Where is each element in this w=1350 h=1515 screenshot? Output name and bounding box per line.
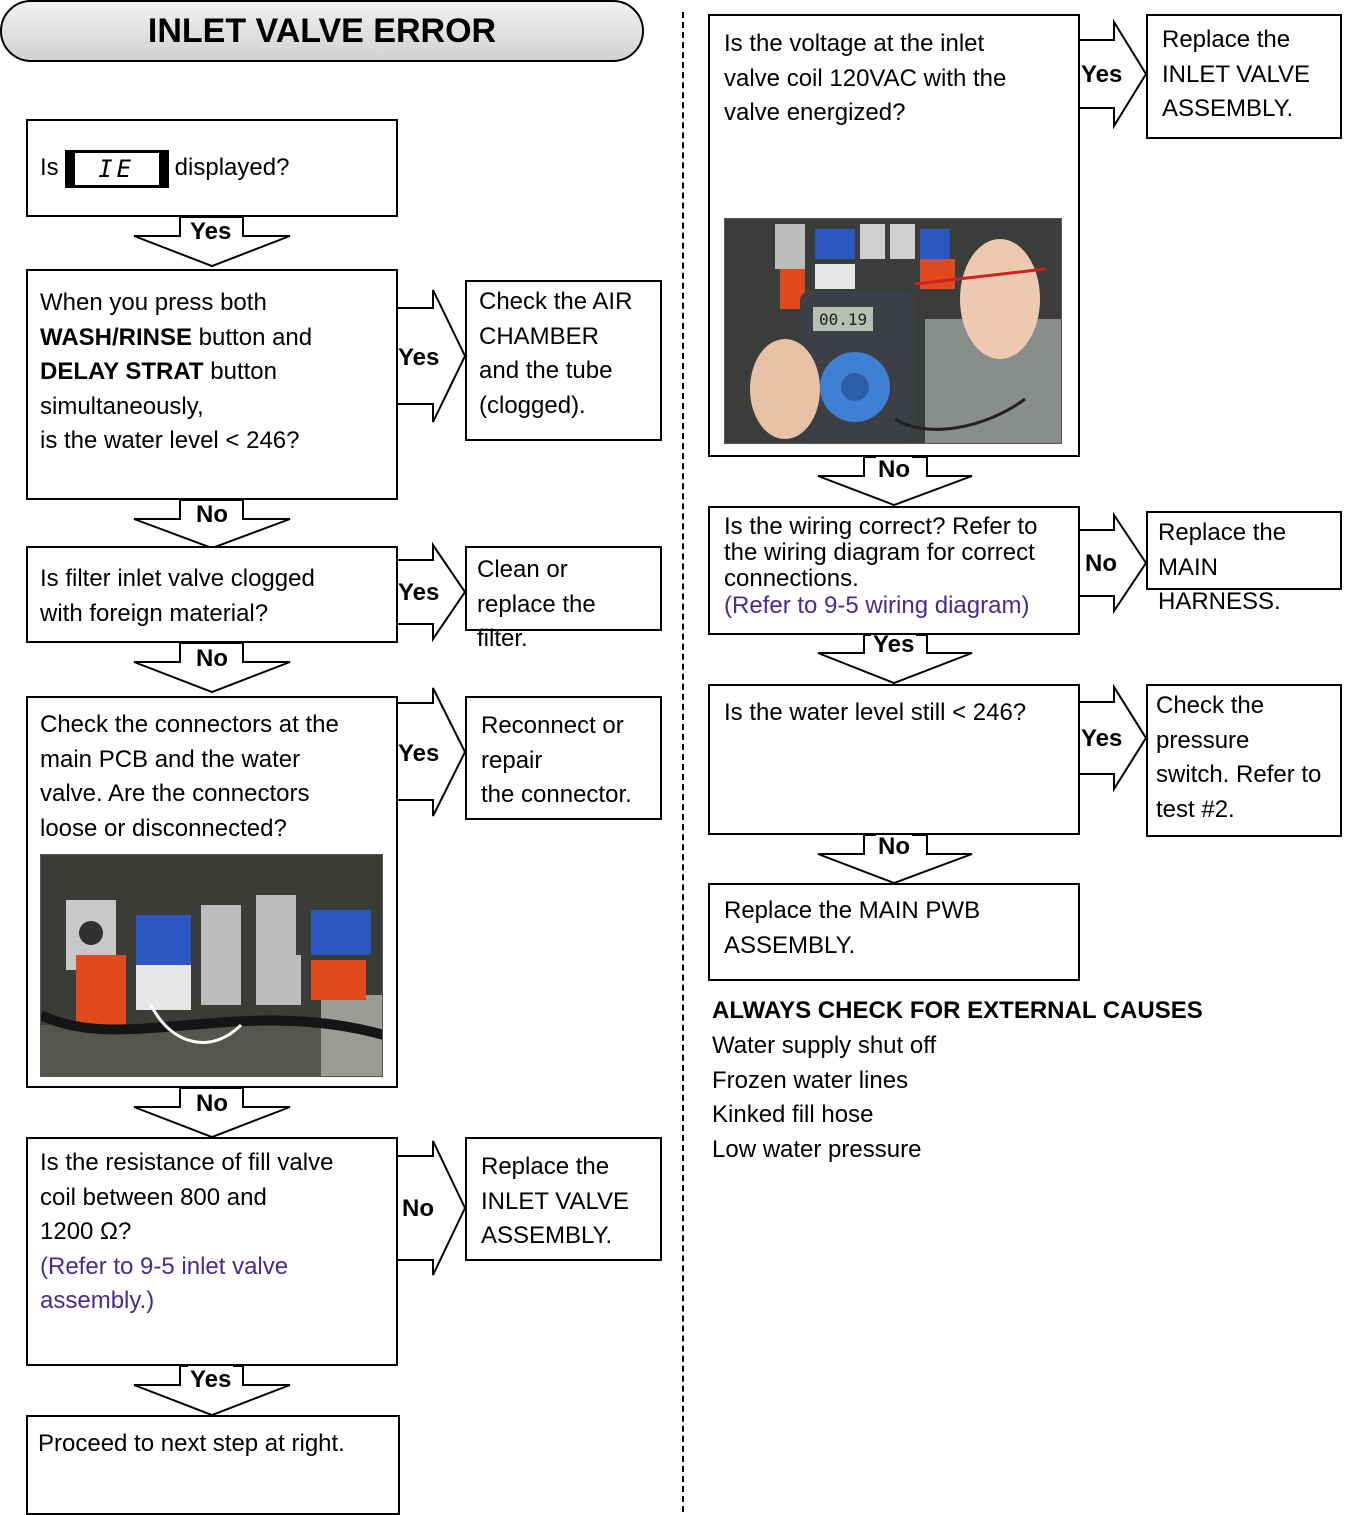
arrow-label-yes: Yes <box>1079 61 1125 89</box>
arrow-label-no: No <box>1083 550 1119 578</box>
display-code: IE <box>74 152 159 185</box>
arrow-label-yes: Yes <box>396 344 442 372</box>
arrow-label-no: No <box>876 833 912 861</box>
arrow-label-no: No <box>194 1090 230 1118</box>
r-q2-text: Is the wiring correct? Refer to the wiri… <box>724 513 1038 592</box>
delay-start-button-name: DELAY STRAT <box>40 358 204 385</box>
arrow-label-no: No <box>400 1195 436 1223</box>
result-clean-filter: Clean or replace the filter. <box>465 546 662 652</box>
arrow-label-yes: Yes <box>396 740 442 768</box>
question-water-level-still: Is the water level still < 246? <box>708 684 1080 835</box>
q2-line3-rest: button <box>203 358 277 385</box>
result-check-air-chamber: Check the AIR CHAMBER and the tube (clog… <box>465 280 662 441</box>
multimeter-photo-image: 00.19 <box>725 219 1061 443</box>
q2-line1: When you press both <box>40 289 267 316</box>
arrow-label-yes: Yes <box>188 218 234 246</box>
connectors-photo-image <box>41 855 382 1076</box>
question-wiring-correct: Is the wiring correct? Refer to the wiri… <box>708 506 1080 635</box>
result-replace-harness: Replace the MAIN HARNESS. <box>1146 511 1342 615</box>
multimeter-photo: 00.19 <box>724 218 1062 444</box>
arrow-label-yes: Yes <box>188 1366 234 1394</box>
question-filter-clogged: Is filter inlet valve clogged with forei… <box>26 546 398 643</box>
q2-line4: simultaneously, <box>40 392 204 420</box>
q5-text: Is the resistance of fill valve coil bet… <box>40 1149 334 1245</box>
list-item: Frozen water lines <box>712 1066 909 1094</box>
q2-line3: DELAY STRAT button <box>40 355 384 390</box>
arrow-label-no: No <box>876 456 912 484</box>
q4-text: Check the connectors at the main PCB and… <box>40 711 339 842</box>
arrow-label-yes: Yes <box>871 631 917 659</box>
external-causes-list: Water supply shut off Frozen water lines… <box>712 1029 936 1167</box>
connectors-photo <box>40 854 383 1077</box>
wash-rinse-button-name: WASH/RINSE <box>40 323 193 351</box>
result-check-pressure-switch: Check the pressure switch. Refer to test… <box>1146 684 1342 837</box>
step-proceed-right: Proceed to next step at right. <box>26 1415 400 1515</box>
column-divider <box>682 12 684 1512</box>
list-item: Water supply shut off <box>712 1032 937 1059</box>
q2-line2: WASH/RINSE button and <box>40 321 384 356</box>
q5-reference: (Refer to 9-5 inlet valve assembly.) <box>40 1252 289 1315</box>
list-item: Kinked fill hose <box>712 1101 874 1128</box>
external-causes-title: ALWAYS CHECK FOR EXTERNAL CAUSES <box>712 997 1203 1024</box>
arrow-label-no: No <box>194 645 230 673</box>
question-water-level: When you press both WASH/RINSE button an… <box>26 269 398 500</box>
question-error-displayed: Is IE displayed? <box>26 119 398 217</box>
result-replace-inlet-valve-right: Replace the INLET VALVE ASSEMBLY. <box>1146 14 1342 139</box>
r-q1-text: Is the voltage at the inlet valve coil 1… <box>724 30 1007 126</box>
page-title: INLET VALVE ERROR <box>0 0 644 62</box>
arrow-label-yes: Yes <box>1079 725 1125 753</box>
result-reconnect: Reconnect or repair the connector. <box>465 696 662 820</box>
r-q2-reference: (Refer to 9-5 wiring diagram) <box>724 592 1030 619</box>
question-suffix: displayed? <box>174 154 290 181</box>
result-replace-main-pwb: Replace the MAIN PWB ASSEMBLY. <box>708 883 1080 981</box>
lcd-display-icon: IE <box>64 149 169 188</box>
result-replace-inlet-valve: Replace the INLET VALVE ASSEMBLY. <box>465 1137 662 1261</box>
question-fill-valve-resistance: Is the resistance of fill valve coil bet… <box>26 1137 398 1366</box>
down-arrow <box>817 634 973 685</box>
list-item: Low water pressure <box>712 1135 922 1163</box>
q2-line2-rest: button and <box>192 323 313 351</box>
meter-readout: 00.19 <box>819 310 867 329</box>
q2-line5: is the water level < 246? <box>40 427 300 454</box>
question-prefix: Is <box>40 154 59 181</box>
arrow-label-yes: Yes <box>396 579 442 607</box>
arrow-label-no: No <box>194 501 230 529</box>
